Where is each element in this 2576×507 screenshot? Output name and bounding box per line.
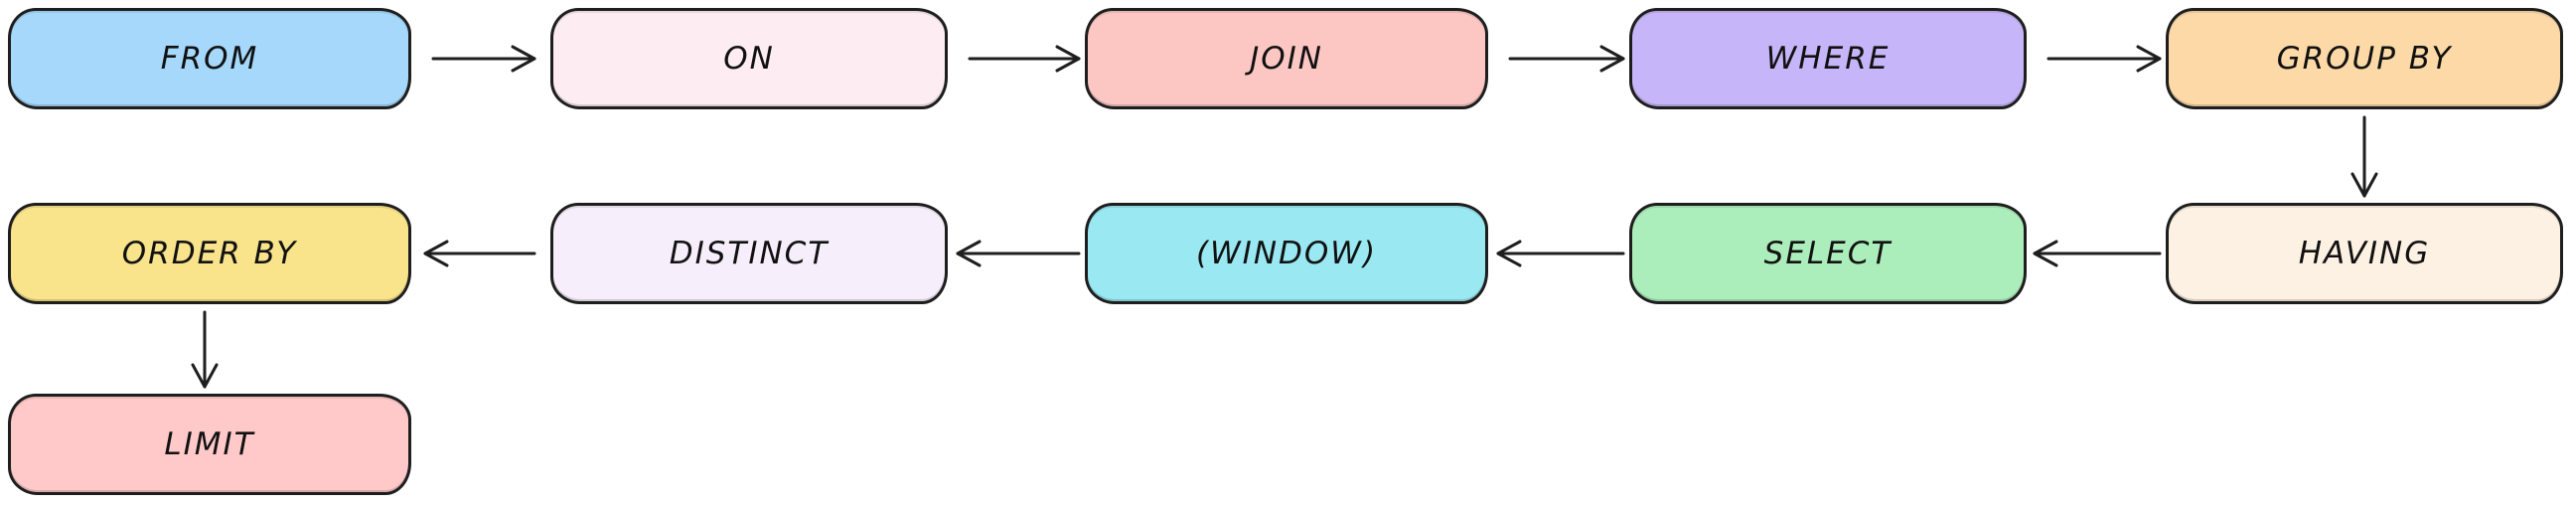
arrow-from-to-on [431, 45, 536, 73]
node-join: JOIN [1085, 8, 1488, 109]
node-from: FROM [8, 8, 411, 109]
node-on: ON [550, 8, 948, 109]
arrow-where-to-group-by [2046, 45, 2162, 73]
node-distinct: DISTINCT [550, 203, 948, 304]
node-window: (WINDOW) [1085, 203, 1488, 304]
node-having: HAVING [2166, 203, 2563, 304]
arrow-window-to-distinct [956, 240, 1081, 267]
node-order-by: ORDER BY [8, 203, 411, 304]
arrow-order-by-to-limit [191, 310, 219, 389]
arrow-distinct-to-order-by [423, 240, 536, 267]
arrow-having-to-select [2033, 240, 2162, 267]
arrow-on-to-join [968, 45, 1081, 73]
arrow-select-to-window [1496, 240, 1625, 267]
node-where: WHERE [1629, 8, 2027, 109]
node-group-by: GROUP BY [2166, 8, 2563, 109]
node-limit: LIMIT [8, 394, 411, 495]
node-select: SELECT [1629, 203, 2027, 304]
arrow-group-by-to-having [2350, 115, 2378, 198]
arrow-join-to-where [1508, 45, 1625, 73]
